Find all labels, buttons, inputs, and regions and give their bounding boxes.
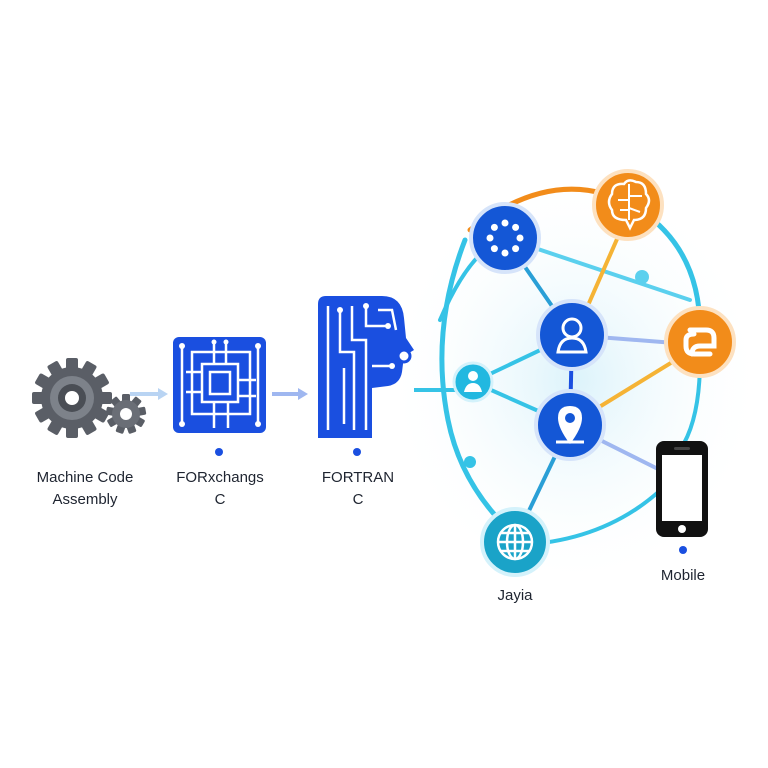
circuit-chip-icon	[173, 337, 266, 433]
circuit-head-icon	[318, 296, 414, 438]
mobile-label: Mobile	[633, 565, 733, 587]
mobile-dot	[679, 546, 687, 554]
stage-label-forxchangs: FORxchangs C	[150, 467, 290, 511]
arrow-1	[130, 388, 168, 400]
stage-label-line: Assembly	[52, 491, 118, 508]
user-icon	[536, 299, 608, 371]
globe-label: Jayia	[470, 585, 560, 607]
globe-label-text: Jayia	[497, 587, 533, 604]
stage-label-line: C	[352, 491, 364, 508]
python-icon	[664, 306, 736, 378]
stage-label-line: FORxchangs	[176, 469, 264, 486]
stage-label-fortran: FORTRAN C	[298, 467, 418, 511]
mobile-label-text: Mobile	[660, 567, 706, 584]
stage-label-line: C	[214, 491, 226, 508]
stage-dot-2	[215, 448, 223, 456]
arrow-2	[272, 388, 308, 400]
loading-dots-icon	[469, 202, 541, 274]
stage-label-line: Machine Code	[36, 469, 134, 486]
stage-label-line: FORTRAN	[321, 469, 395, 486]
location-pin-icon	[534, 389, 606, 461]
globe-icon	[480, 507, 550, 577]
stage-label-machine: Machine Code Assembly	[10, 467, 160, 511]
brain-icon	[592, 169, 664, 241]
smartphone-icon	[656, 441, 708, 537]
person-icon	[452, 361, 494, 403]
stage-dot-3	[353, 448, 361, 456]
gears-icon	[32, 358, 147, 438]
